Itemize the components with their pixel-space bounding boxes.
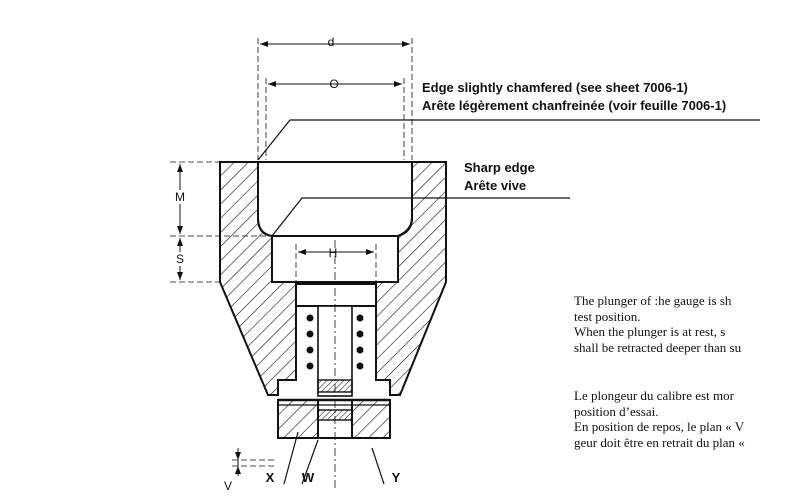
chamfer-label-fr: Arête légèrement chanfreinée (voir feuil… [422, 98, 726, 113]
fr-line-1: Le plongeur du calibre est mor [574, 388, 734, 403]
y-leader [371, 447, 385, 485]
dim-d-label: d [328, 35, 335, 49]
chamfer-leader [257, 119, 760, 161]
w-label: W [302, 470, 315, 485]
dim-s-label: S [176, 252, 184, 266]
en-line-1: The plunger of :he gauge is sh [574, 293, 732, 308]
x-leader [283, 431, 299, 485]
base-plate-right [351, 399, 391, 439]
sharp-edge-leader [271, 197, 570, 237]
plunger-head [295, 283, 377, 307]
en-line-4: shall be retracted deeper than su [574, 339, 742, 355]
fr-line-2: position d’essai. [574, 403, 659, 419]
dim-h-label: H [329, 246, 338, 260]
fr-line-4: geur doit être en retrait du plan « [574, 434, 745, 450]
dim-m-label: M [175, 190, 185, 204]
y-label: Y [392, 470, 401, 485]
fr-line-3: En position de repos, le plan « V [574, 419, 745, 434]
spring [306, 314, 364, 370]
english-paragraph: The plunger of :he gauge is sh test posi… [574, 293, 800, 355]
dim-o-label: O [329, 77, 338, 91]
stem-insert-upper [317, 379, 353, 393]
en-line-2: test position. [574, 308, 641, 324]
dim-v-label: V [224, 479, 232, 493]
sharp-edge-label-fr: Arête vive [464, 178, 526, 193]
en-line-3: When the plunger is at rest, s [574, 324, 726, 339]
x-label: X [266, 470, 275, 485]
stem-insert-lower [317, 409, 353, 421]
sharp-edge-label-en: Sharp edge [464, 160, 535, 175]
w-leader [301, 439, 319, 485]
chamfer-label-en: Edge slightly chamfered (see sheet 7006-… [422, 80, 688, 95]
french-paragraph: Le plongeur du calibre est mor position … [574, 388, 800, 450]
gauge-bore [257, 166, 413, 237]
